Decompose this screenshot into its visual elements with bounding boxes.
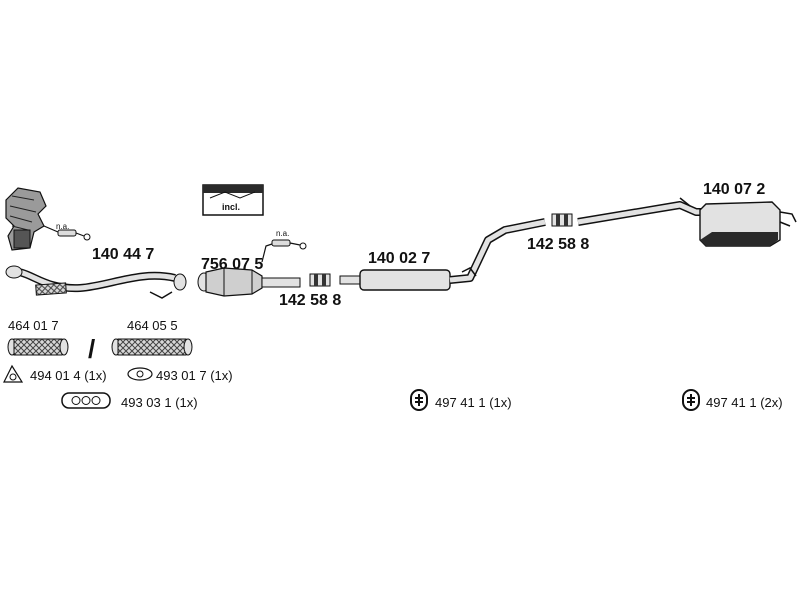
slash-separator: / xyxy=(88,334,96,364)
fitting-494-01-4: 494 01 4 (1x) xyxy=(30,368,107,383)
part-number-140-07-2: 140 07 2 xyxy=(703,181,766,198)
flex-pipe-1 xyxy=(7,338,69,356)
rubber-hanger-icon-1 xyxy=(410,389,428,411)
na-label-1: n.a. xyxy=(56,222,70,231)
oval-gasket-3-hole-icon xyxy=(61,392,111,409)
part-number-142-58-8-b: 142 58 8 xyxy=(527,236,590,253)
fitting-493-01-7: 493 01 7 (1x) xyxy=(156,368,233,383)
pipe-connector-1 xyxy=(309,273,331,287)
triangle-gasket-icon xyxy=(3,364,24,383)
fitting-497-41-1-b: 497 41 1 (2x) xyxy=(706,395,783,410)
fitting-497-41-1-a: 497 41 1 (1x) xyxy=(435,395,512,410)
incl-gasket-kit-box xyxy=(202,184,264,216)
na-label-2: n.a. xyxy=(276,229,290,238)
part-number-140-02-7: 140 02 7 xyxy=(368,250,431,267)
rear-silencer xyxy=(577,197,797,247)
catalytic-converter xyxy=(197,267,301,297)
pipe-connector-2 xyxy=(551,213,573,227)
part-number-464-01-7: 464 01 7 xyxy=(8,318,59,333)
manifold-catalyst xyxy=(5,187,47,251)
part-number-756-07-5: 756 07 5 xyxy=(201,256,264,273)
flex-pipe-2 xyxy=(111,338,193,356)
fitting-493-03-1: 493 03 1 (1x) xyxy=(121,395,198,410)
part-number-140-44-7: 140 44 7 xyxy=(92,246,155,263)
lambda-sensor-2 xyxy=(261,239,307,263)
incl-label: incl. xyxy=(222,202,241,212)
part-number-464-05-5: 464 05 5 xyxy=(127,318,178,333)
part-number-142-58-8-a: 142 58 8 xyxy=(279,292,342,309)
middle-silencer xyxy=(339,218,546,291)
lambda-sensor-1 xyxy=(43,225,91,241)
front-pipe xyxy=(5,265,187,299)
rubber-hanger-icon-2 xyxy=(682,389,700,411)
oval-flange-gasket-icon xyxy=(127,367,153,381)
